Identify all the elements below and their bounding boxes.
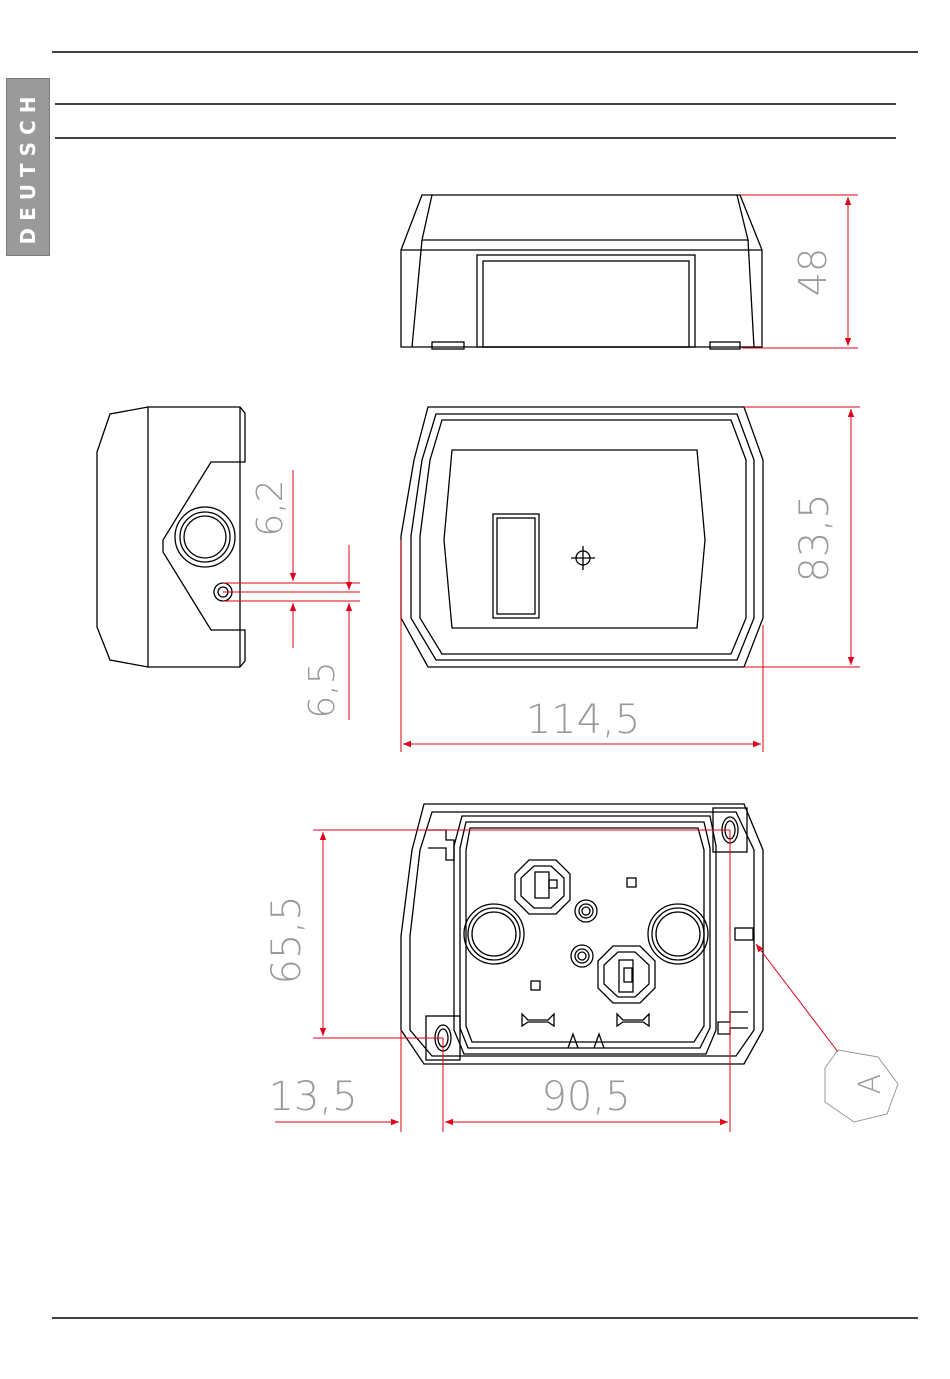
side-view: [97, 407, 245, 667]
dim-mount-height-label: 65,5: [264, 895, 310, 984]
bottom-view: [401, 804, 763, 1064]
top-view: [401, 407, 763, 667]
dim-mount-width-label: 90,5: [541, 1074, 630, 1120]
dim-depth-label: 83,5: [792, 493, 838, 582]
dim-height-label: 48: [791, 248, 835, 296]
front-view: [401, 195, 762, 349]
dim-offset-top-label: 6,2: [250, 479, 291, 536]
detail-callout-a: A: [825, 1050, 898, 1122]
dim-edge-offset-label: 13,5: [268, 1074, 357, 1120]
dim-offset-bottom-label: 6,5: [302, 661, 343, 718]
detail-callout-label: A: [853, 1074, 888, 1095]
page-rules: [52, 52, 918, 1318]
dim-width-label: 114,5: [526, 697, 641, 743]
